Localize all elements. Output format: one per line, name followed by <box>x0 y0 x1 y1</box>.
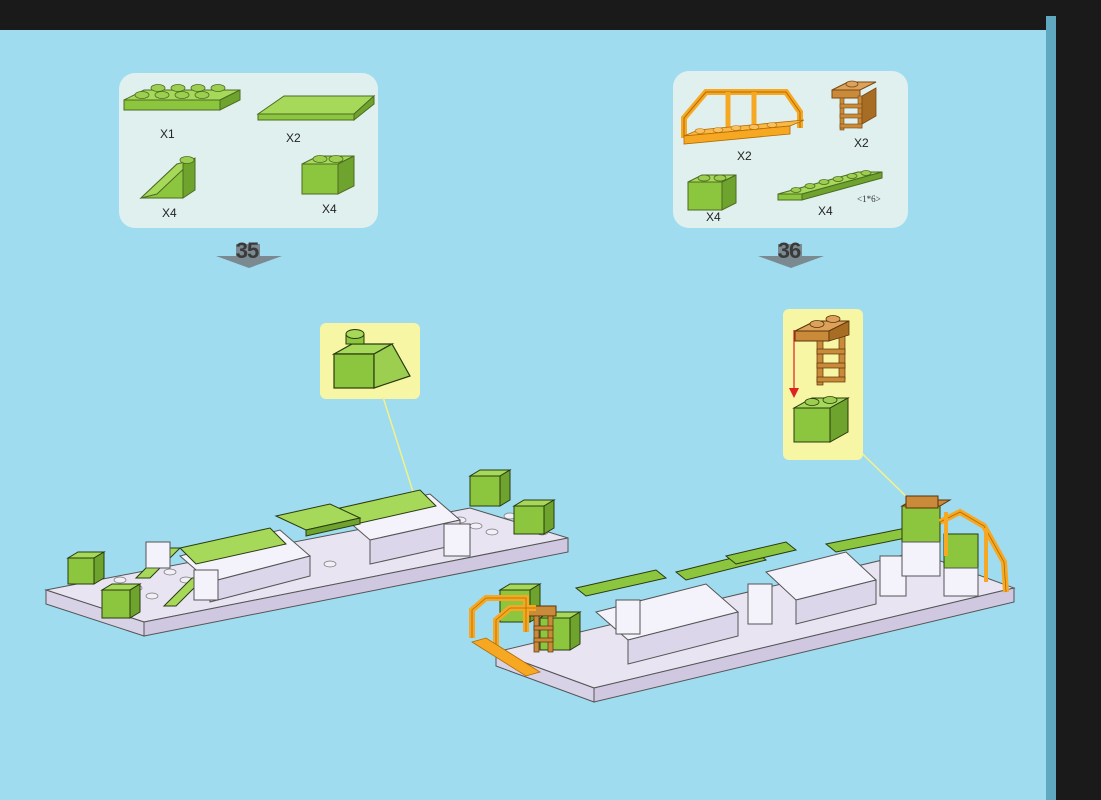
qty-label: X4 <box>818 204 833 218</box>
page-edge <box>1046 16 1056 800</box>
green-plate-2x4-icon <box>123 84 241 111</box>
brown-ladder-icon <box>831 80 877 131</box>
size-label: <1*6> <box>857 194 881 204</box>
step-36-badge: 36 <box>758 238 828 270</box>
brown-ladder-icon <box>794 315 850 386</box>
step-number: 36 <box>777 238 801 263</box>
orange-railing-icon <box>681 89 805 145</box>
qty-label: X4 <box>162 206 177 220</box>
down-arrow-icon <box>789 330 799 398</box>
green-slope-brick-icon <box>331 329 411 389</box>
green-slope-brick-icon <box>139 156 196 199</box>
step-number: 35 <box>235 238 259 263</box>
qty-label: X2 <box>854 136 869 150</box>
green-brick-2x2-icon <box>301 155 355 195</box>
step-35-badge: 35 <box>216 238 286 270</box>
qty-label: X4 <box>322 202 337 216</box>
qty-label: X4 <box>706 210 721 224</box>
green-sloped-tile-icon <box>256 94 376 122</box>
step-35-model <box>44 469 569 637</box>
qty-label: X2 <box>286 131 301 145</box>
green-brick-2x2-icon <box>792 396 850 443</box>
step-36-model <box>469 495 1016 703</box>
green-brick-2x2-icon <box>687 174 737 211</box>
step-arrow-icon <box>758 244 824 268</box>
step-arrow-icon <box>216 244 282 268</box>
qty-label: X2 <box>737 149 752 163</box>
qty-label: X1 <box>160 127 175 141</box>
green-plate-1x6-icon <box>777 170 883 201</box>
